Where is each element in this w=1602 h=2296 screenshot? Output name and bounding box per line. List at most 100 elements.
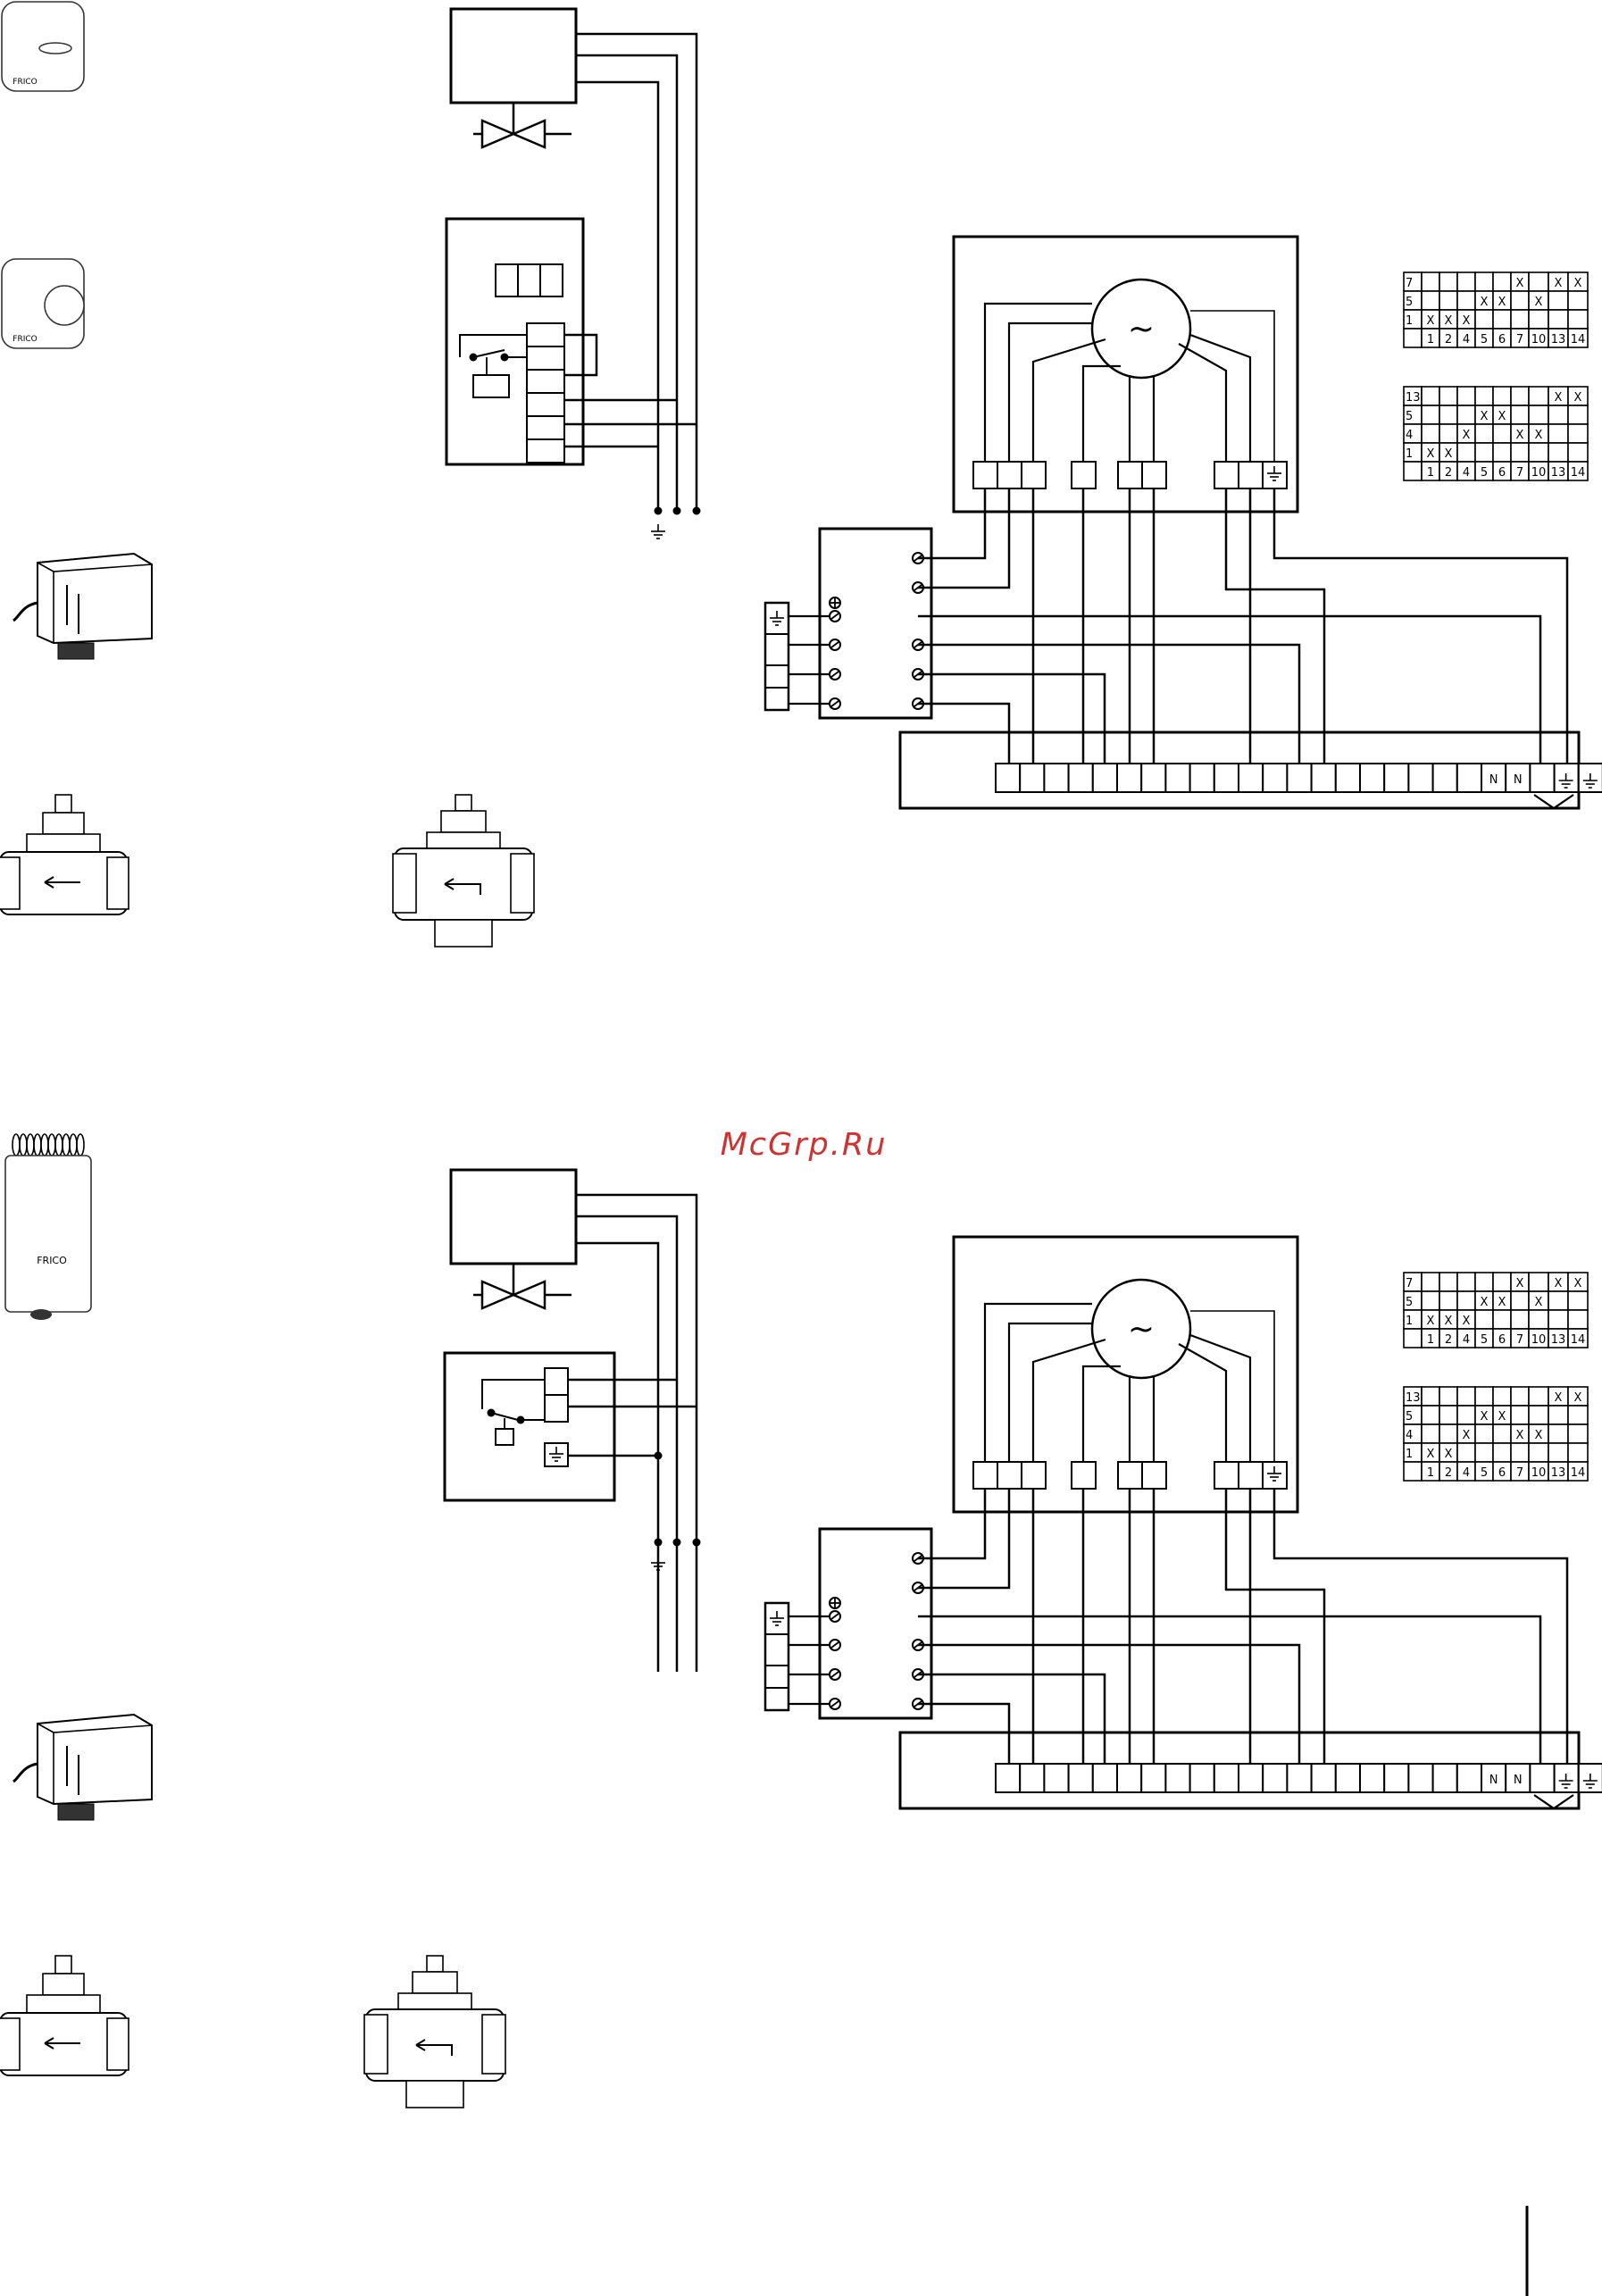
table-column-header: 13 [1551,466,1566,480]
controller-terminal [527,416,564,439]
config-table-a: 7XXX5XXX1XXX124567101314 [1404,272,1588,347]
capillary-coil [77,1134,84,1156]
table-mark: X [1498,1296,1506,1309]
valve-port [107,2018,129,2070]
main-terminal [1287,764,1311,792]
table-mark: X [1574,391,1582,405]
table-mark: X [1574,1277,1582,1290]
table-cell [1548,1310,1568,1329]
table-cell [1457,272,1475,291]
ground-icon [651,524,665,539]
table-mark: X [1427,1448,1435,1461]
main-terminal [1141,1764,1165,1792]
table-column-header: 4 [1463,466,1470,480]
table-cell [1568,310,1588,329]
table-cell [1548,405,1568,424]
table-cell [1439,1424,1457,1443]
controller-terminal [527,439,564,463]
room-thermostat-icon: FRICO [2,259,84,348]
actuator-box [451,9,576,103]
table-mark: X [1535,296,1543,309]
table-column-header: 10 [1531,1466,1547,1480]
table-cell [1404,1462,1422,1481]
thermostat-knob [30,1309,52,1320]
table-mark: X [1463,1429,1471,1442]
table-cell [1475,310,1493,329]
valve-port [393,854,416,913]
main-terminal [1312,764,1336,792]
table-mark: X [1555,391,1563,405]
table-cell [1422,405,1439,424]
table-mark: X [1574,1391,1582,1405]
junction-dot [673,507,681,515]
table-mark: X [1427,314,1435,328]
controller-terminal [527,346,564,370]
table-row-label: 1 [1406,1448,1413,1461]
table-mark: X [1481,1410,1489,1424]
table-cell [1493,1310,1511,1329]
table-mark: X [1516,1429,1524,1442]
table-cell [1511,1387,1529,1406]
table-cell [1568,1310,1588,1329]
terminal-neutral-label: N [1514,1774,1523,1787]
table-mark: X [1427,1315,1435,1328]
valve-bonnet [413,1972,457,1993]
table-cell [1422,272,1439,291]
table-row-label: 13 [1406,1391,1421,1405]
thermostat-logo-icon [39,43,71,54]
table-cell [1439,1291,1457,1310]
table-mark: X [1516,277,1524,290]
table-cell [1493,1443,1511,1462]
terminal-neutral-label: N [1489,773,1498,787]
table-mark: X [1498,296,1506,309]
main-terminal [1165,764,1189,792]
table-cell [1568,424,1588,443]
table-column-header: 14 [1571,1466,1586,1480]
main-terminal [1287,1764,1311,1792]
table-cell [1439,405,1457,424]
main-terminal [1069,1764,1093,1792]
table-cell [1529,443,1548,462]
table-mark: X [1498,410,1506,423]
table-row-label: 1 [1406,1315,1413,1328]
table-column-header: 6 [1498,1333,1506,1347]
table-cell [1404,329,1422,347]
main-terminal [1239,1764,1263,1792]
table-cell [1529,272,1548,291]
table-column-header: 2 [1445,1466,1452,1480]
table-mark: X [1555,1277,1563,1290]
table-column-header: 14 [1571,1333,1586,1347]
controller-display [496,264,563,296]
actuator-cable [13,603,38,621]
table-cell [1529,387,1548,405]
main-terminal [1044,1764,1068,1792]
relay-coil [473,375,509,397]
controller-box [445,1353,614,1500]
table-mark: X [1427,447,1435,461]
junction-dot [655,1452,663,1460]
table-cell [1422,1387,1439,1406]
table-cell [1439,291,1457,310]
valve-neck [27,1995,100,2013]
valve-neck [398,1993,471,2009]
table-mark: X [1555,1391,1563,1405]
table-cell [1493,1387,1511,1406]
table-cell [1457,1291,1475,1310]
table-row-label: 5 [1406,1296,1413,1309]
actuator-wire [576,55,677,511]
table-column-header: 2 [1445,466,1452,480]
main-terminal [996,764,1020,792]
table-cell [1422,291,1439,310]
table-cell [1493,1424,1511,1443]
terminal-neutral-label: N [1514,773,1523,787]
table-row-label: 5 [1406,296,1413,309]
table-cell [1568,405,1588,424]
valve-port [435,920,492,947]
valve-stem [55,1956,71,1974]
table-column-header: 13 [1551,333,1566,346]
table-cell [1529,405,1548,424]
valve-actuator-icon [13,1715,152,1820]
table-cell [1493,387,1511,405]
table-cell [1475,1443,1493,1462]
main-terminal [1530,1764,1554,1792]
